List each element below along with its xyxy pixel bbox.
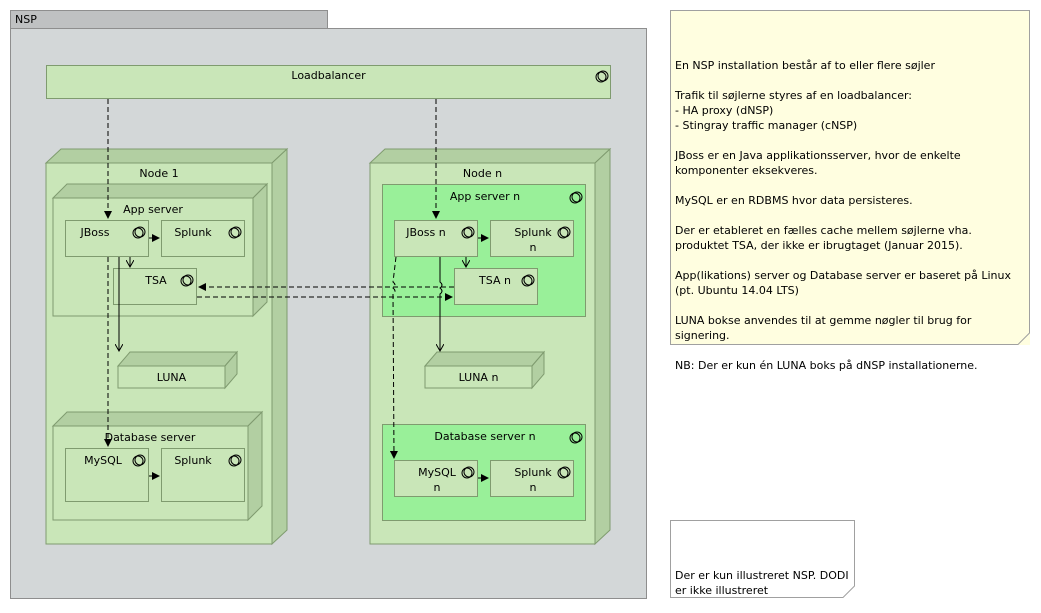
splunk-label-line2: n [529,241,537,254]
node-n-label: Node n [462,167,503,180]
node-n-db-server-label: Database server n [434,430,536,443]
loadbalancer[interactable]: Loadbalancer [46,65,611,99]
secondary-note[interactable]: Der er kun illustreret NSP. DODI er ikke… [670,520,855,598]
main-note-text: En NSP installation består af to eller f… [675,59,1011,372]
mysql-label: MySQL [418,466,456,479]
frame-title: NSP [15,13,37,26]
mysql-label: MySQL [84,454,122,467]
node-n-jboss[interactable]: JBoss n [394,220,478,257]
node-n-app-server-label: App server n [449,190,521,203]
node-1-splunk-db[interactable]: Splunk [161,448,245,502]
splunk-label: Splunk [174,454,212,467]
splunk-label-line2: n [529,481,537,494]
node-1-mysql[interactable]: MySQL [65,448,149,502]
jboss-label: JBoss [80,226,110,239]
node-1-label: Node 1 [139,167,179,180]
frame-tab: NSP [10,10,328,28]
splunk-label: Splunk [514,226,552,239]
mysql-label-line2: n [433,481,441,494]
node-n-tsa[interactable]: TSA n [454,268,538,305]
node-n-mysql[interactable]: MySQL n [394,460,478,497]
jboss-label: JBoss n [406,226,446,239]
node-n-luna-label: LUNA n [458,371,499,384]
tsa-label: TSA n [479,274,511,287]
splunk-label: Splunk [174,226,212,239]
tsa-label: TSA [145,274,167,287]
node-n-splunk-db[interactable]: Splunk n [490,460,574,497]
main-note[interactable]: En NSP installation består af to eller f… [670,10,1030,372]
loadbalancer-label: Loadbalancer [291,69,366,82]
secondary-note-text: Der er kun illustreret NSP. DODI er ikke… [675,569,853,597]
splunk-label: Splunk [514,466,552,479]
node-1-tsa[interactable]: TSA [113,268,197,305]
node-n-splunk-app[interactable]: Splunk n [490,220,574,257]
node-1-luna-label: LUNA [156,371,187,384]
node-1-jboss[interactable]: JBoss [65,220,149,257]
node-1-app-server-label: App server [123,203,183,216]
node-1-splunk-app[interactable]: Splunk [161,220,245,257]
node-1-db-server-label: Database server [104,431,196,444]
